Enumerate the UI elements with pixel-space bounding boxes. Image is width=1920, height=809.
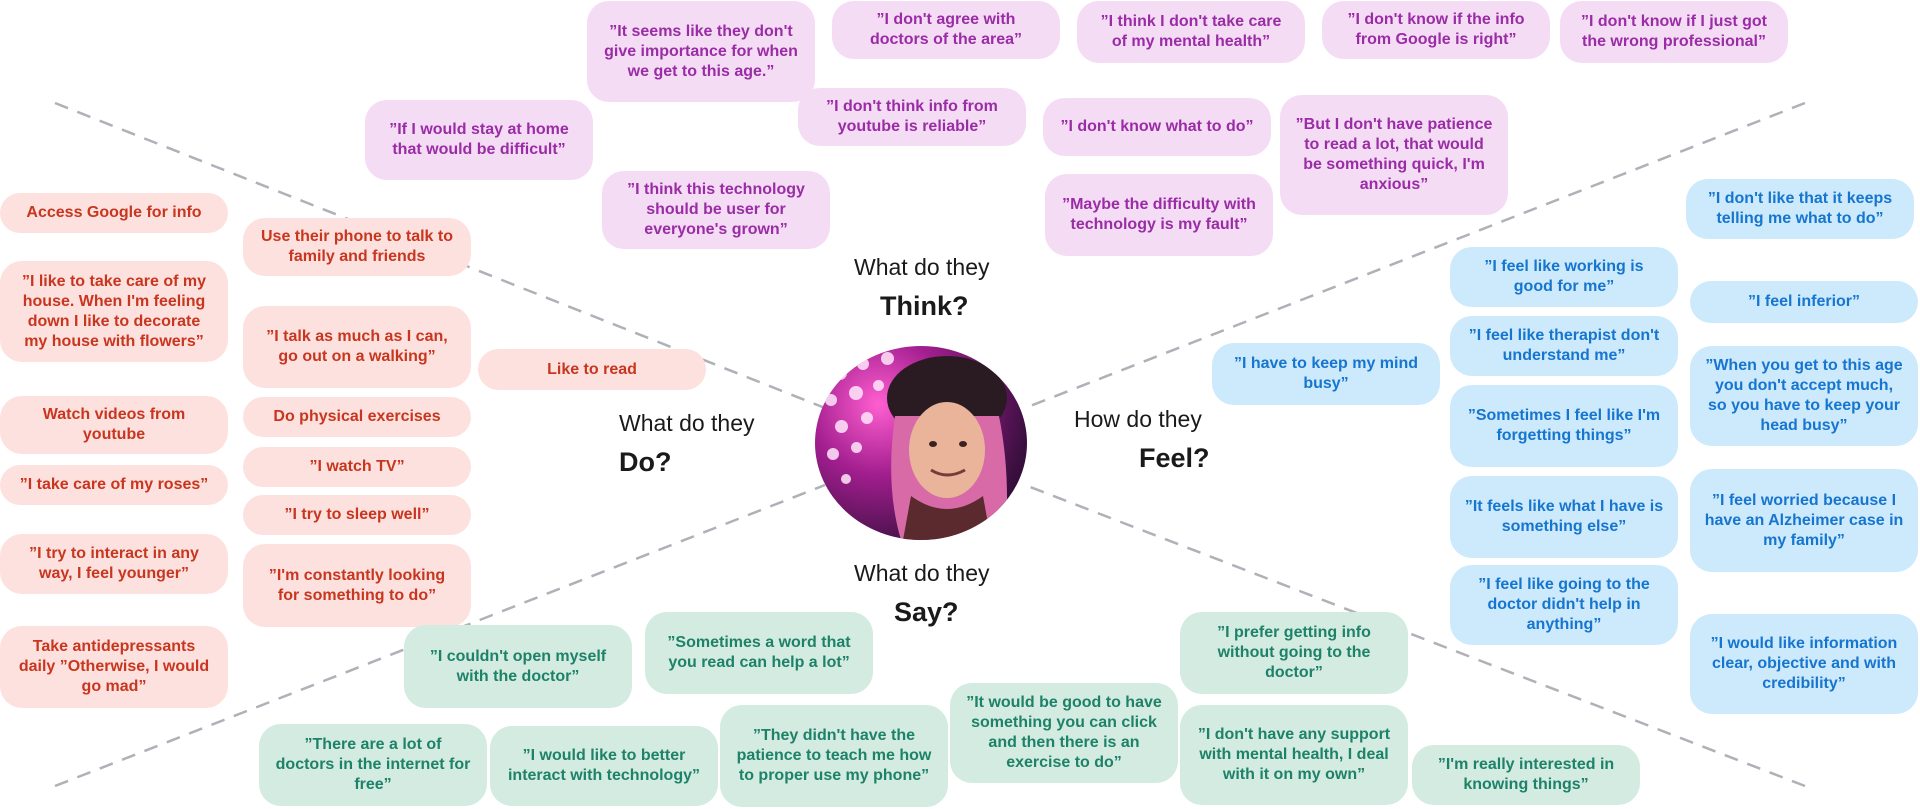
feel-note: ”I feel like therapist don't understand … — [1450, 316, 1678, 376]
divider-line-bottom-right — [1024, 483, 1806, 788]
feel-heading: Feel? — [1139, 443, 1210, 473]
say-note: ”I couldn't open myself with the doctor” — [404, 625, 632, 708]
do-note: ”I take care of my roses” — [0, 465, 228, 505]
feel-note: ”I feel like going to the doctor didn't … — [1450, 565, 1678, 645]
think-note: ”I don't know if I just got the wrong pr… — [1560, 1, 1788, 63]
feel-note: ”Sometimes I feel like I'm forgetting th… — [1450, 385, 1678, 467]
do-note: ”I try to interact in any way, I feel yo… — [0, 534, 228, 594]
say-note: ”Sometimes a word that you read can help… — [645, 612, 873, 694]
feel-note: ”When you get to this age you don't acce… — [1690, 346, 1918, 446]
do-heading: Do? — [619, 447, 672, 477]
think-note: ”But I don't have patience to read a lot… — [1280, 95, 1508, 215]
do-note: Like to read — [478, 349, 706, 390]
feel-note: ”I feel like working is good for me” — [1450, 247, 1678, 307]
feel-question: How do they — [1074, 406, 1202, 432]
say-note: ”It would be good to have something you … — [950, 683, 1178, 783]
do-note: Take antidepressants daily ”Otherwise, I… — [0, 626, 228, 708]
do-note: ”I talk as much as I can, go out on a wa… — [243, 306, 471, 388]
say-note: ”I don't have any support with mental he… — [1180, 705, 1408, 805]
feel-note: ”I have to keep my mind busy” — [1212, 343, 1440, 405]
say-heading: Say? — [894, 597, 959, 627]
person-photo-icon — [887, 356, 1007, 540]
feel-note: ”I feel inferior” — [1690, 281, 1918, 323]
think-note: ”It seems like they don't give importanc… — [587, 1, 815, 102]
feel-note: ”I would like information clear, objecti… — [1690, 614, 1918, 714]
do-note: Do physical exercises — [243, 397, 471, 437]
feel-note: ”I feel worried because I have an Alzhei… — [1690, 469, 1918, 572]
say-note: ”They didn't have the patience to teach … — [720, 705, 948, 807]
think-note: ”I don't think info from youtube is reli… — [798, 88, 1026, 146]
think-note: ”I don't agree with doctors of the area” — [832, 1, 1060, 59]
do-note: ”I'm constantly looking for something to… — [243, 544, 471, 627]
say-note: ”I'm really interested in knowing things… — [1412, 745, 1640, 805]
say-question: What do they — [854, 560, 990, 586]
do-note: Watch videos from youtube — [0, 396, 228, 454]
think-note: ”I think this technology should be user … — [602, 171, 830, 249]
feel-note: ”I don't like that it keeps telling me w… — [1686, 179, 1914, 239]
do-note: ”I like to take care of my house. When I… — [0, 261, 228, 362]
say-note: ”There are a lot of doctors in the inter… — [259, 724, 487, 806]
do-note: Use their phone to talk to family and fr… — [243, 218, 471, 276]
think-note: ”I don't know if the info from Google is… — [1322, 1, 1550, 59]
think-note: ”I don't know what to do” — [1043, 98, 1271, 156]
think-question: What do they — [854, 254, 990, 280]
say-note: ”I prefer getting info without going to … — [1180, 612, 1408, 694]
think-note: ”I think I don't take care of my mental … — [1077, 1, 1305, 63]
say-note: ”I would like to better interact with te… — [490, 726, 718, 806]
do-note: ”I watch TV” — [243, 447, 471, 487]
think-note: ”Maybe the difficulty with technology is… — [1045, 174, 1273, 256]
divider-line-top-right — [1024, 101, 1806, 410]
do-note: Access Google for info — [0, 193, 228, 233]
feel-note: ”It feels like what I have is something … — [1450, 476, 1678, 558]
think-note: ”If I would stay at home that would be d… — [365, 100, 593, 180]
do-note: ”I try to sleep well” — [243, 495, 471, 535]
think-heading: Think? — [880, 291, 969, 321]
do-question: What do they — [619, 410, 755, 436]
persona-portrait — [815, 346, 1027, 540]
